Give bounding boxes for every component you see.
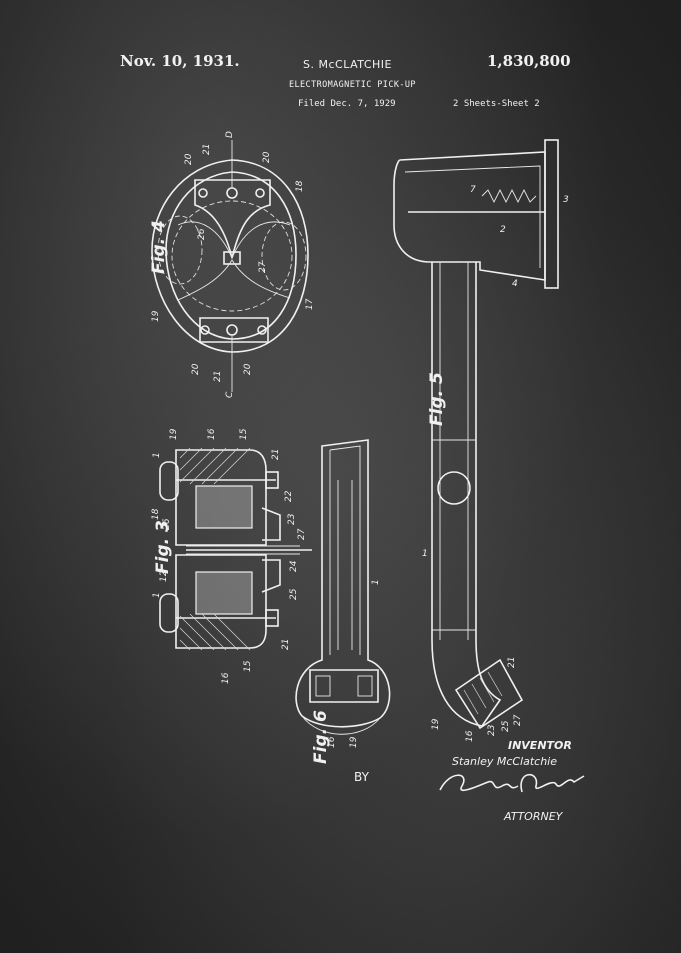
fig3-ref-15b: 15 <box>243 660 253 672</box>
fig5-ref-4: 4 <box>512 279 518 289</box>
fig3-ref-1a: 1 <box>152 452 162 458</box>
attorney-signature <box>439 773 585 793</box>
patent-number: 1,830,800 <box>487 52 571 70</box>
fig3-ref-18: 18 <box>151 508 161 520</box>
fig3-ref-19: 19 <box>169 428 179 440</box>
figure-5: 7 3 2 4 1 21 19 16 23 25 27 Fig. 5 <box>393 139 569 742</box>
fig6-ref-19: 19 <box>349 736 359 748</box>
fig3-ref-24: 24 <box>289 560 299 572</box>
fig6-ref-16: 16 <box>327 736 337 748</box>
fig5-ref-2: 2 <box>500 225 506 235</box>
patent-date: Nov. 10, 1931. <box>120 52 240 70</box>
figure-3-label: Fig. 3 <box>153 520 173 574</box>
fig5-ref-16: 16 <box>465 730 475 742</box>
fig4-ref-21a: 21 <box>202 144 212 155</box>
fig4-ref-20c: 20 <box>191 363 201 375</box>
fig4-ref-27: 27 <box>258 261 268 273</box>
inventor-name: Stanley McClatchie <box>452 755 558 768</box>
fig4-ref-20b: 20 <box>262 151 272 163</box>
fig4-ref-19: 19 <box>151 310 161 322</box>
fig4-ref-d: D <box>225 131 235 138</box>
sheet-count: 2 Sheets-Sheet 2 <box>453 99 540 109</box>
fig3-ref-25: 25 <box>289 588 299 600</box>
fig4-ref-20d: 20 <box>243 363 253 375</box>
figure-6: 1 16 19 Fig. 6 <box>295 439 391 764</box>
fig5-ref-21: 21 <box>507 657 517 668</box>
fig4-ref-18: 18 <box>295 180 305 192</box>
fig3-ref-21b: 21 <box>281 639 291 650</box>
fig5-ref-19: 19 <box>431 718 441 730</box>
figure-6-label: Fig. 6 <box>311 710 331 764</box>
fig5-ref-1: 1 <box>422 549 428 559</box>
attorney-label: ATTORNEY <box>504 810 563 823</box>
fig5-ref-3: 3 <box>563 195 569 205</box>
inventor-label: INVENTOR <box>508 739 572 752</box>
fig4-ref-26: 26 <box>197 228 207 240</box>
fig3-ref-22: 22 <box>284 490 294 502</box>
fig6-ref-1: 1 <box>371 579 381 585</box>
fig5-ref-27: 27 <box>513 714 523 726</box>
figure-3: 16 15 1 19 21 22 18 23 26 27 24 12 25 1 … <box>151 428 312 684</box>
figure-4: 20 21 D 20 18 26 27 17 19 20 21 20 C Fig… <box>149 131 315 398</box>
filed-date: Filed Dec. 7, 1929 <box>298 99 396 109</box>
fig3-ref-23: 23 <box>287 513 297 525</box>
fig4-ref-21b: 21 <box>213 371 223 382</box>
fig3-ref-26: 26 <box>162 518 172 530</box>
fig4-ref-17: 17 <box>305 298 315 310</box>
fig3-ref-16b: 16 <box>221 672 231 684</box>
figure-4-label: Fig. 4 <box>149 220 169 274</box>
patent-title: ELECTROMAGNETIC PICK-UP <box>289 80 416 90</box>
by-label: BY <box>354 770 369 784</box>
fig3-ref-12: 12 <box>159 570 169 582</box>
fig3-ref-21a: 21 <box>271 449 281 460</box>
inventor-short-name: S. McCLATCHIE <box>303 58 392 71</box>
fig3-ref-27: 27 <box>297 528 307 540</box>
fig3-ref-1b: 1 <box>152 592 162 598</box>
fig4-ref-c: C <box>225 391 235 398</box>
fig4-ref-20a: 20 <box>184 153 194 165</box>
fig3-ref-16a: 16 <box>207 428 217 440</box>
fig5-ref-25: 25 <box>501 720 511 732</box>
fig5-ref-23: 23 <box>487 724 497 736</box>
fig5-ref-7: 7 <box>470 185 476 195</box>
figure-5-label: Fig. 5 <box>427 372 447 426</box>
fig3-ref-15a: 15 <box>239 428 249 440</box>
